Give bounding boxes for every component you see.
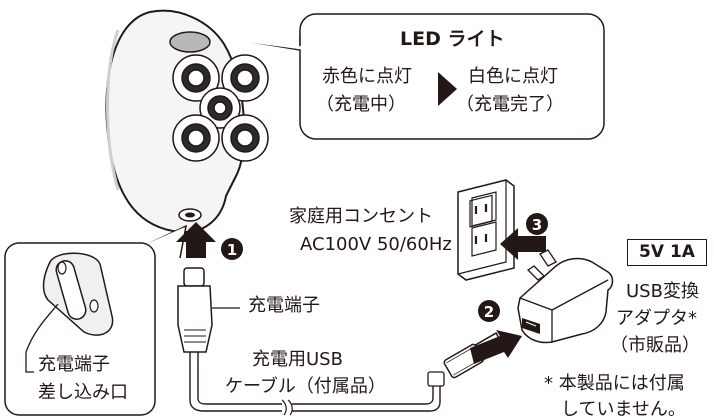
- usb-cable: [189, 352, 441, 416]
- port-inset-label-2: 差し込み口: [38, 382, 128, 403]
- footnote-line2: していません。: [561, 399, 686, 420]
- step3-arrow: [500, 228, 546, 260]
- led-charging-note: （充電中）: [316, 94, 406, 115]
- outlet-label: 家庭用コンセント: [289, 206, 433, 227]
- charging-plug: [177, 267, 240, 353]
- wall-outlet: [457, 179, 515, 281]
- led-complete-note: （充電完了）: [456, 94, 564, 115]
- step1-number: 1: [227, 241, 237, 259]
- adapter-spec: 5V 1A: [627, 239, 707, 266]
- adapter-type: アダプタ*: [616, 308, 697, 329]
- cable-type: ケーブル（付属品）: [225, 376, 386, 397]
- port-inset-label: 充電端子: [38, 354, 110, 375]
- led-title: LED ライト: [400, 28, 505, 50]
- cable-label: 充電用USB: [252, 349, 343, 370]
- led-light: [169, 31, 211, 53]
- step1-arrow: [176, 222, 216, 258]
- led-complete-color: 白色に点灯: [468, 66, 558, 87]
- port-inset: [4, 224, 188, 416]
- step2-badge: [478, 300, 500, 322]
- adapter-note: （市販品）: [610, 335, 700, 356]
- led-charging-color: 赤色に点灯: [322, 66, 412, 87]
- step2-number: 2: [484, 303, 494, 321]
- transition-arrow: [438, 72, 457, 106]
- step3-badge: [526, 213, 548, 235]
- outlet-voltage: AC100V 50/60Hz: [300, 234, 452, 255]
- adapter-name: USB変換: [626, 281, 699, 302]
- step2-arrow: [470, 330, 522, 364]
- footnote-line1: * 本製品には付属: [544, 373, 685, 394]
- step1-badge: [221, 238, 243, 260]
- shaving-heads: [172, 54, 269, 162]
- charging-terminal-label: 充電端子: [248, 295, 320, 316]
- usb-adapter: [517, 249, 614, 344]
- shaver-illustration: [105, 9, 269, 234]
- led-callout: [226, 13, 605, 140]
- step3-number: 3: [532, 216, 542, 234]
